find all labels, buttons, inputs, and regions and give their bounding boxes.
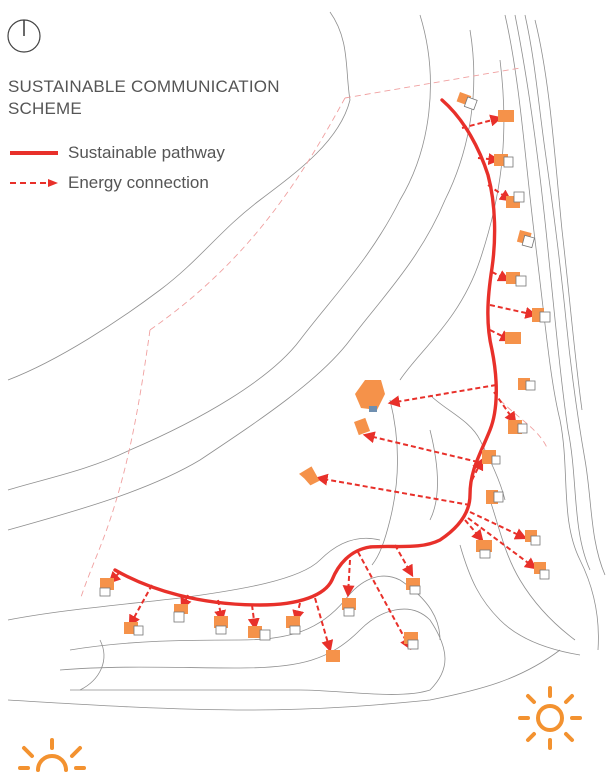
energy-swatch-icon (10, 179, 58, 187)
house-unit (506, 191, 525, 208)
house-unit (516, 230, 535, 249)
legend-item-energy: Energy connection (8, 172, 209, 194)
house-unit (476, 540, 492, 559)
terrain-contours (7, 11, 606, 711)
sustainable-pathway (113, 98, 498, 607)
community-building (355, 380, 385, 412)
house-unit (532, 308, 551, 323)
house-unit (505, 332, 521, 344)
house-unit (506, 272, 527, 287)
house-unit (456, 92, 478, 111)
house-unit (494, 154, 514, 168)
house-unit (482, 450, 501, 465)
house-unit (173, 604, 188, 623)
north-arrow-icon (7, 19, 41, 53)
house-unit (342, 598, 356, 617)
house-unit (498, 110, 514, 122)
house-unit (518, 378, 536, 391)
sun-icon (518, 686, 582, 750)
house-unit (248, 626, 271, 641)
house-unit (99, 578, 114, 597)
house-unit (299, 466, 320, 486)
legend-label-pathway: Sustainable pathway (68, 143, 225, 162)
pathway-swatch-icon (10, 151, 58, 155)
property-boundary (79, 67, 549, 601)
house-unit (406, 578, 421, 595)
house-unit (124, 622, 144, 636)
houses (99, 92, 551, 662)
legend-item-pathway: Sustainable pathway (8, 142, 225, 164)
house-unit (286, 616, 301, 635)
sunset-icon (18, 738, 86, 772)
house-unit (354, 417, 371, 436)
map-title: SUSTAINABLE COMMUNICATION SCHEME (8, 76, 328, 120)
house-unit (534, 562, 550, 580)
house-unit (404, 632, 419, 650)
house-unit (214, 616, 228, 635)
house-unit (525, 530, 541, 546)
house-unit (508, 420, 528, 434)
house-unit (486, 490, 504, 504)
map-title-line2: SCHEME (8, 99, 82, 118)
map-title-line1: SUSTAINABLE COMMUNICATION (8, 77, 280, 96)
legend-label-energy: Energy connection (68, 173, 209, 192)
energy-connections (108, 114, 538, 653)
house-unit (326, 650, 340, 662)
